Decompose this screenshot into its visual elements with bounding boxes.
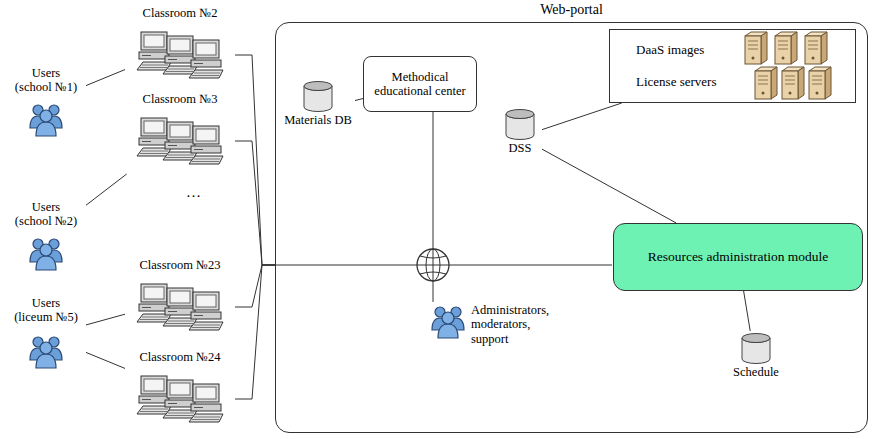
server-icon (755, 67, 777, 99)
node-text: Classroom №24 (125, 350, 235, 364)
classroom: Classroom №23 (125, 258, 235, 340)
node-text: License servers (636, 75, 717, 90)
connector-line (235, 265, 275, 307)
network-line (275, 265, 417, 266)
node-text: Resources administration module (648, 249, 829, 265)
node-text: Classroom №2 (125, 6, 235, 20)
node-text: Classroom №23 (125, 258, 235, 272)
user-group: Users (school №1) (6, 66, 86, 138)
node-text: Users (school №2) (13, 200, 79, 229)
connector-line (86, 70, 125, 86)
user-icon (30, 239, 62, 270)
cylinder-shape (303, 81, 333, 113)
user-icon (432, 307, 464, 338)
network-line (433, 111, 434, 249)
module-box: Resources administration module (613, 223, 863, 291)
connector-line (86, 352, 125, 368)
server-icons (745, 32, 831, 99)
node-text: DSS (498, 141, 542, 155)
user-group: Users (school №2) (6, 200, 86, 272)
server-group-box: DaaS imagesLicense servers (609, 29, 856, 103)
classroom: Classroom №24 (125, 350, 235, 432)
cylinder-shape (505, 109, 535, 141)
connector-line (86, 314, 125, 325)
node-text: Classroom №3 (125, 92, 235, 106)
server-icon (805, 32, 827, 64)
database-cylinder: DSS (498, 107, 542, 167)
user-icon (30, 337, 62, 368)
database-cylinder: Schedule (713, 331, 799, 401)
connector-line (542, 149, 676, 223)
network-line (449, 265, 612, 266)
node-text: DaaS images (636, 43, 704, 58)
computer-row (137, 118, 223, 164)
computer-row (137, 376, 223, 422)
network-line (433, 281, 434, 302)
process-box: Methodical educational center (363, 56, 477, 112)
classroom: Classroom №3 (125, 92, 235, 174)
connector-line (235, 141, 275, 265)
user-icons (30, 105, 464, 368)
web-portal-frame: Web-portalMaterials DBMethodical educati… (275, 22, 868, 433)
database-cylinder: Materials DB (281, 79, 355, 141)
computer-row (137, 284, 223, 330)
connector-line (86, 174, 127, 205)
user-group: Administrators, moderators, support (429, 299, 569, 353)
cylinder-shape (741, 333, 771, 365)
server-icon (745, 32, 767, 64)
node-text: Administrators, moderators, support (471, 303, 569, 346)
network-lines (275, 111, 612, 302)
computer-row (137, 32, 223, 78)
connector-line (744, 291, 751, 331)
server-icon (809, 67, 831, 99)
node-text: Materials DB (281, 113, 355, 127)
server-icon (782, 67, 804, 99)
connector-line (542, 103, 622, 130)
ellipsis-label: … (186, 184, 201, 201)
node-text: Methodical educational center (370, 70, 470, 99)
connector-line (355, 99, 363, 101)
node-text: Schedule (713, 365, 799, 379)
classroom: Classroom №2 (125, 6, 235, 88)
node-text: Users (school №1) (13, 66, 79, 95)
server-icon (775, 32, 797, 64)
connector-line (235, 265, 275, 399)
node-text: Web-portal (276, 2, 867, 18)
node-text: Users (liceum №5) (13, 296, 79, 325)
network-globe (417, 249, 449, 281)
user-group: Users (liceum №5) (6, 296, 86, 376)
connector-line (235, 55, 275, 265)
user-icon (30, 105, 62, 136)
